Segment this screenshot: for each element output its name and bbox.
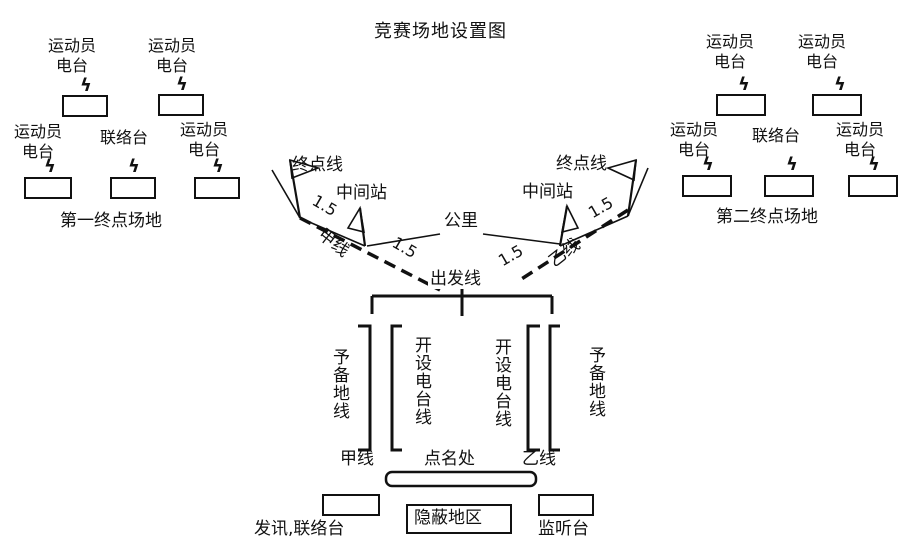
t2-bottom-station-1-bolt-icon: ϟ (702, 154, 714, 175)
t1-bottom-station-1-label: 运动员 电台 (14, 122, 63, 161)
reserve-bracket-right (548, 324, 560, 452)
t1-bottom-station-2-bolt-icon: ϟ (128, 156, 140, 177)
t2-bottom-station-2-box (764, 175, 814, 197)
terminal-one-label: 第一终点场地 (60, 211, 162, 231)
t2-top-station-1-bolt-icon: ϟ (738, 74, 750, 95)
t1-bottom-station-1-bolt-icon: ϟ (44, 156, 56, 177)
t2-top-station-1-label: 运动员 电台 (706, 32, 755, 71)
finish-flag-left (289, 158, 321, 180)
hidden-area-label: 隐蔽地区 (414, 508, 482, 528)
t1-bottom-station-3-label: 运动员 电台 (180, 120, 229, 159)
t1-top-station-2-box (158, 94, 204, 116)
t1-bottom-station-2-label: 联络台 (100, 128, 149, 147)
t2-bottom-station-2-label: 联络台 (752, 126, 801, 145)
midstation-left-label: 中间站 (336, 183, 387, 203)
setup-bracket-left (390, 324, 402, 452)
start-line-b-label: 乙线 (522, 449, 556, 469)
t1-top-station-2-bolt-icon: ϟ (176, 74, 188, 95)
t2-top-station-2-bolt-icon: ϟ (834, 74, 846, 95)
t1-bottom-station-3-box (194, 177, 240, 199)
finish-line-right-label: 终点线 (556, 154, 607, 174)
t1-top-station-2-label: 运动员 电台 (148, 36, 197, 75)
t1-top-station-1-box (62, 95, 108, 117)
line-b-path (519, 208, 629, 282)
listen-desk-label: 监听台 (538, 519, 589, 539)
diagram-title: 竞赛场地设置图 (374, 21, 507, 42)
finish-line-left-label: 终点线 (292, 155, 343, 175)
t2-bottom-station-3-label: 运动员 电台 (836, 120, 885, 159)
t1-bottom-station-2-box (110, 177, 156, 199)
unit-label: 公里 (444, 211, 478, 231)
reserve-line-left-label: 予备地线 (329, 348, 349, 420)
midstation-flag-left (346, 205, 365, 234)
t1-bottom-station-1-box (24, 177, 72, 199)
t2-top-station-2-label: 运动员 电台 (798, 32, 847, 71)
t2-bottom-station-1-label: 运动员 电台 (670, 120, 719, 159)
t2-bottom-station-2-bolt-icon: ϟ (786, 154, 798, 175)
reserve-line-right-label: 予备地线 (585, 346, 605, 418)
signal-desk-label: 发讯,联络台 (254, 519, 345, 539)
t2-bottom-station-3-box (848, 175, 898, 197)
setup-line-left-label: 开设电台线 (411, 336, 431, 426)
setup-line-right-label: 开设电台线 (491, 338, 511, 428)
t1-top-station-1-bolt-icon: ϟ (80, 75, 92, 96)
finish-flag-right (605, 158, 637, 182)
line-a-path (299, 216, 441, 292)
t1-bottom-station-3-bolt-icon: ϟ (212, 156, 224, 177)
midstation-flag-right (560, 203, 580, 234)
midstation-right-label: 中间站 (522, 182, 573, 202)
rollcall-bar (384, 470, 538, 488)
t2-top-station-1-box (716, 94, 766, 116)
terminal-two-label: 第二终点场地 (716, 207, 818, 227)
hidden-area-box (406, 504, 512, 534)
t2-bottom-station-1-box (682, 175, 732, 197)
setup-bracket-right (526, 324, 540, 452)
start-line-a-label: 甲线 (340, 449, 374, 469)
reserve-bracket-left (358, 324, 372, 452)
start-line-label: 出发线 (428, 269, 483, 289)
t1-top-station-1-label: 运动员 电台 (48, 36, 97, 75)
t2-top-station-2-box (812, 94, 862, 116)
rollcall-label: 点名处 (424, 449, 475, 469)
listen-desk-box (538, 494, 594, 516)
signal-desk-box (322, 494, 380, 516)
t2-bottom-station-3-bolt-icon: ϟ (868, 154, 880, 175)
